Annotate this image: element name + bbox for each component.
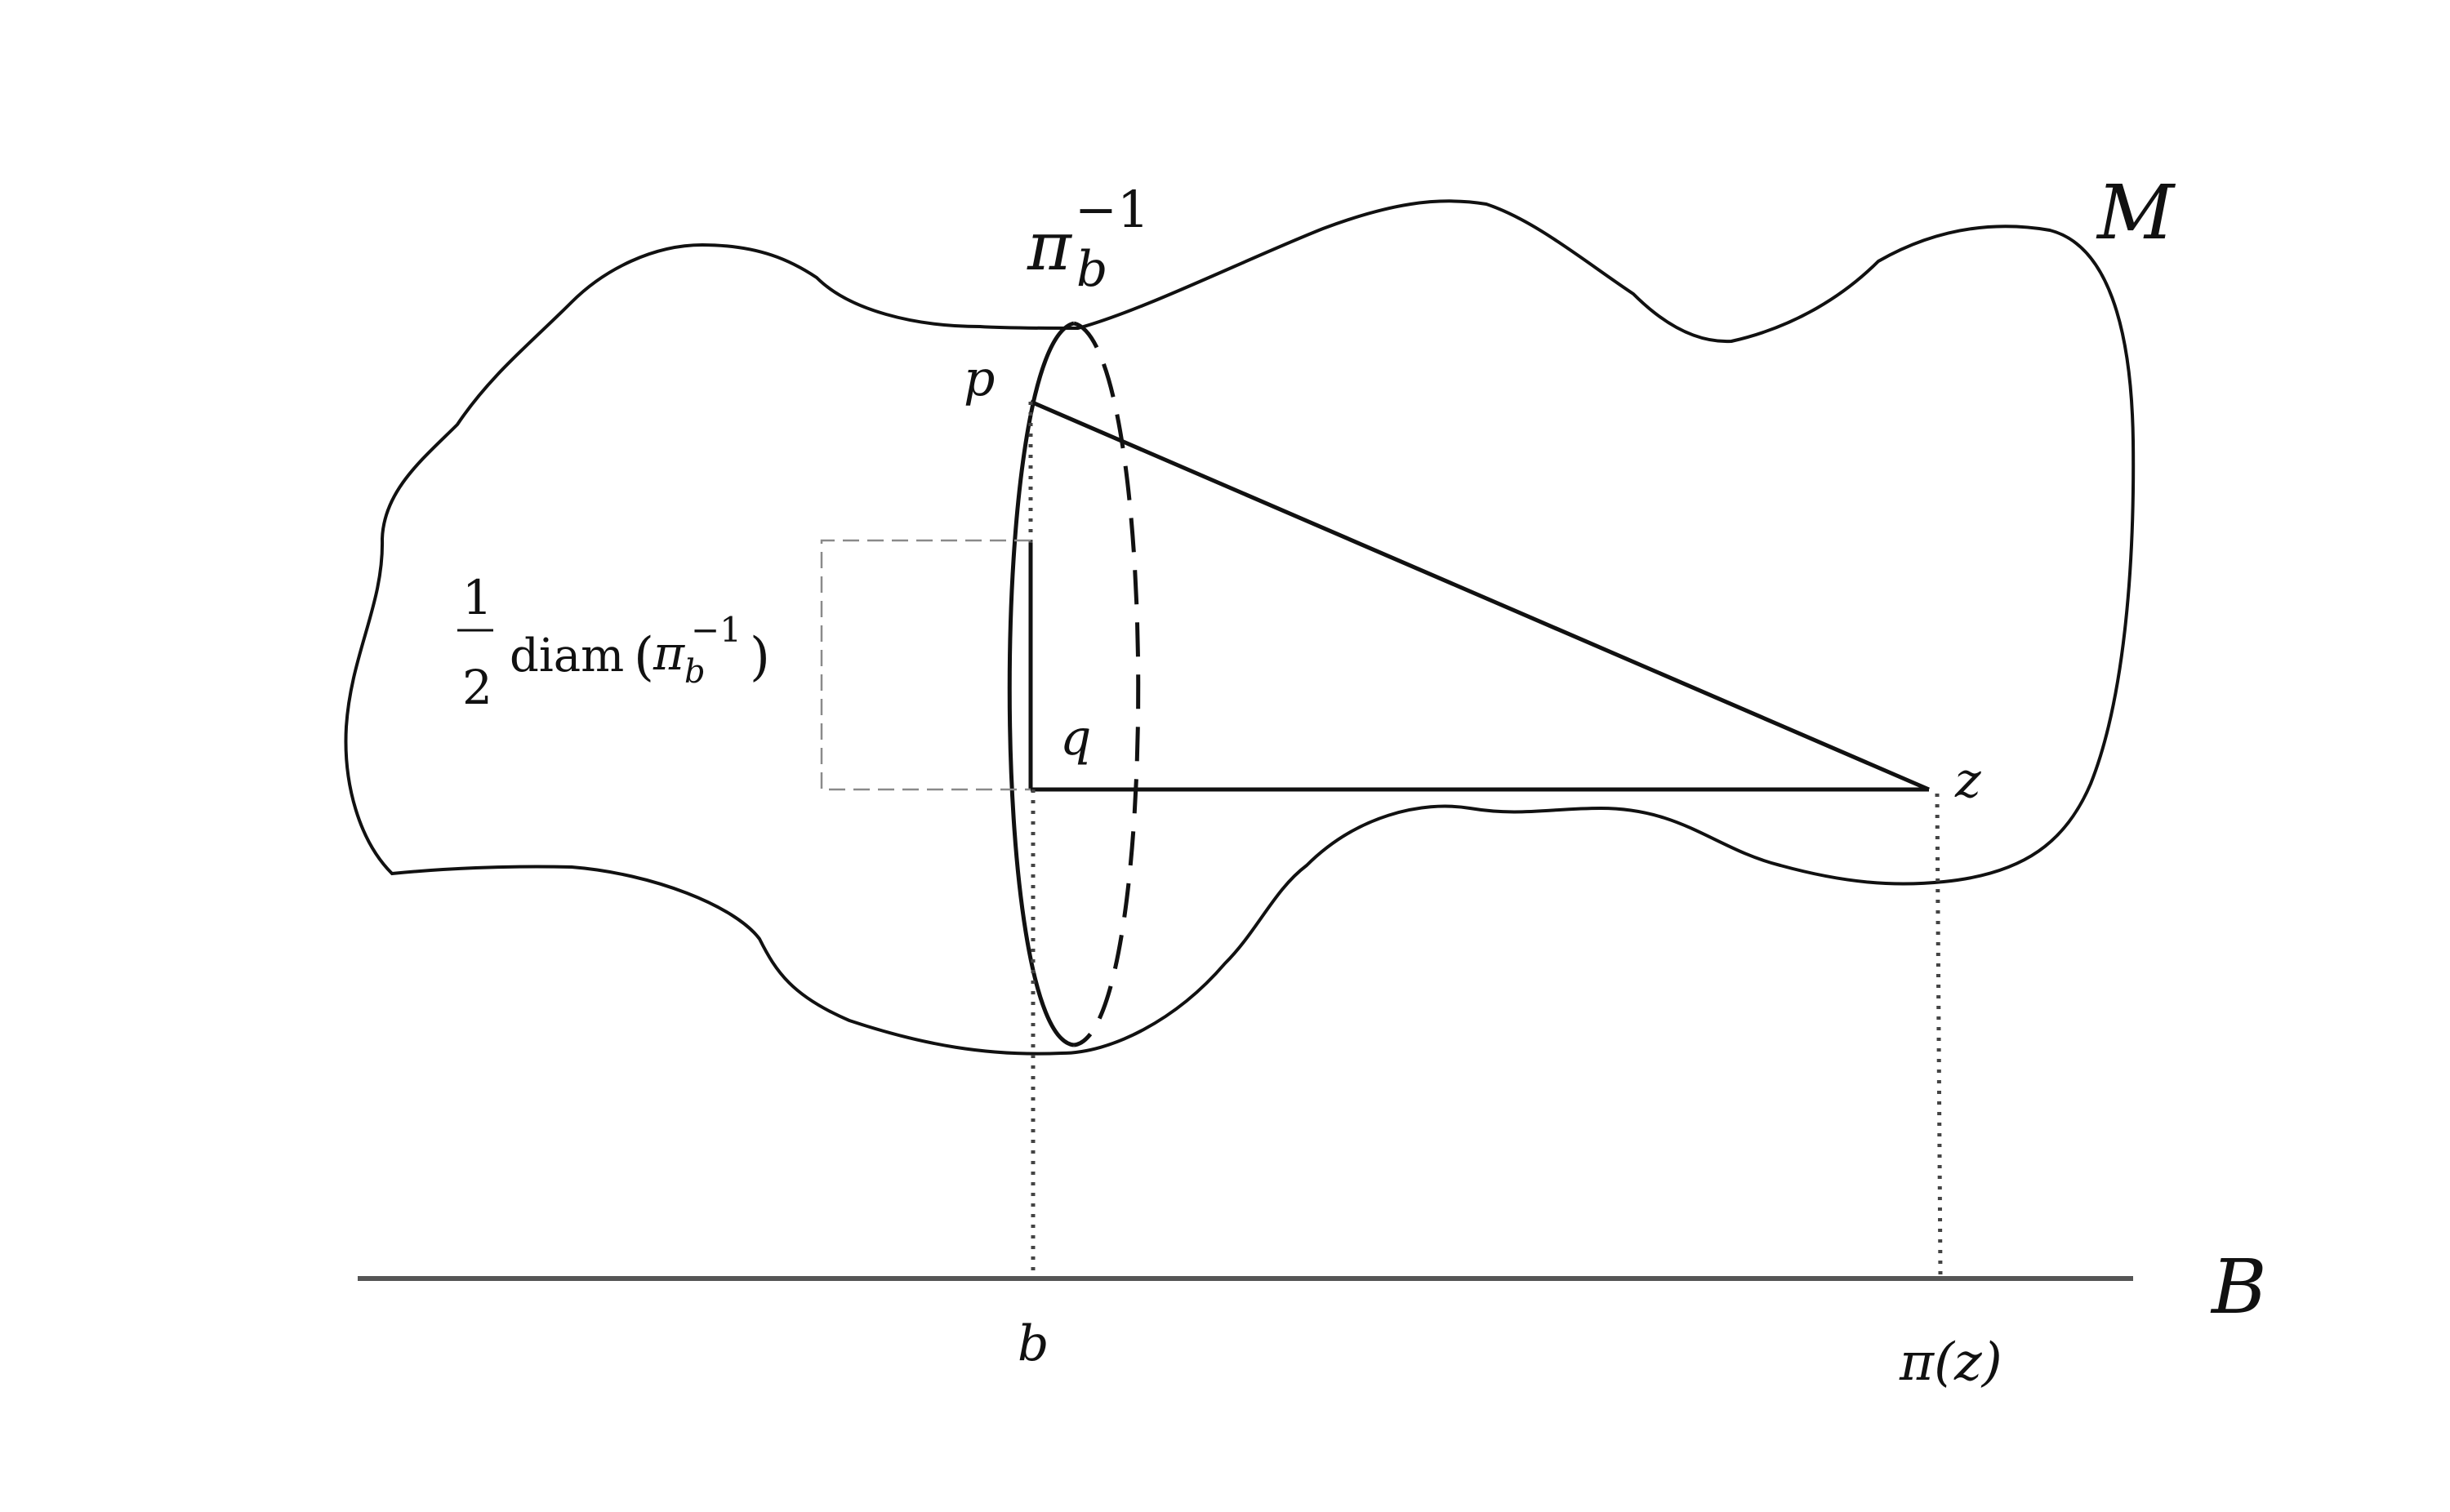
half-open-paren: ( bbox=[634, 627, 654, 687]
projection-pi-z bbox=[1935, 793, 1943, 1276]
label-p: p bbox=[964, 350, 995, 407]
label-half-diameter: 1 2 diam ( π b −1 ) bbox=[457, 570, 770, 715]
label-q: q bbox=[1060, 709, 1091, 767]
half-diam-text: diam bbox=[510, 629, 624, 683]
half-num: 1 bbox=[462, 570, 492, 625]
label-b: b bbox=[1018, 1315, 1049, 1372]
fiber-sup: −1 bbox=[1075, 180, 1149, 239]
fiber-ellipse-front bbox=[1007, 321, 1075, 1047]
half-sup: −1 bbox=[691, 610, 742, 650]
half-close-paren: ) bbox=[750, 627, 770, 687]
manifold-outline bbox=[344, 199, 2136, 1056]
segment-p-z bbox=[1030, 399, 1930, 792]
fiber-sub: b bbox=[1076, 241, 1107, 298]
label-M: M bbox=[2096, 169, 2176, 256]
label-z: z bbox=[1954, 752, 1981, 809]
half-sub: b bbox=[684, 653, 706, 691]
label-fiber: π b −1 bbox=[1027, 180, 1149, 298]
half-diameter-box bbox=[820, 539, 1031, 791]
half-pi: π bbox=[653, 625, 685, 681]
label-pi-z: π(z) bbox=[1899, 1332, 2002, 1393]
half-den: 2 bbox=[462, 660, 492, 715]
label-B: B bbox=[2210, 1243, 2267, 1331]
fiber-pi: π bbox=[1027, 208, 1073, 286]
fiber-ellipse-back bbox=[1073, 321, 1141, 1047]
